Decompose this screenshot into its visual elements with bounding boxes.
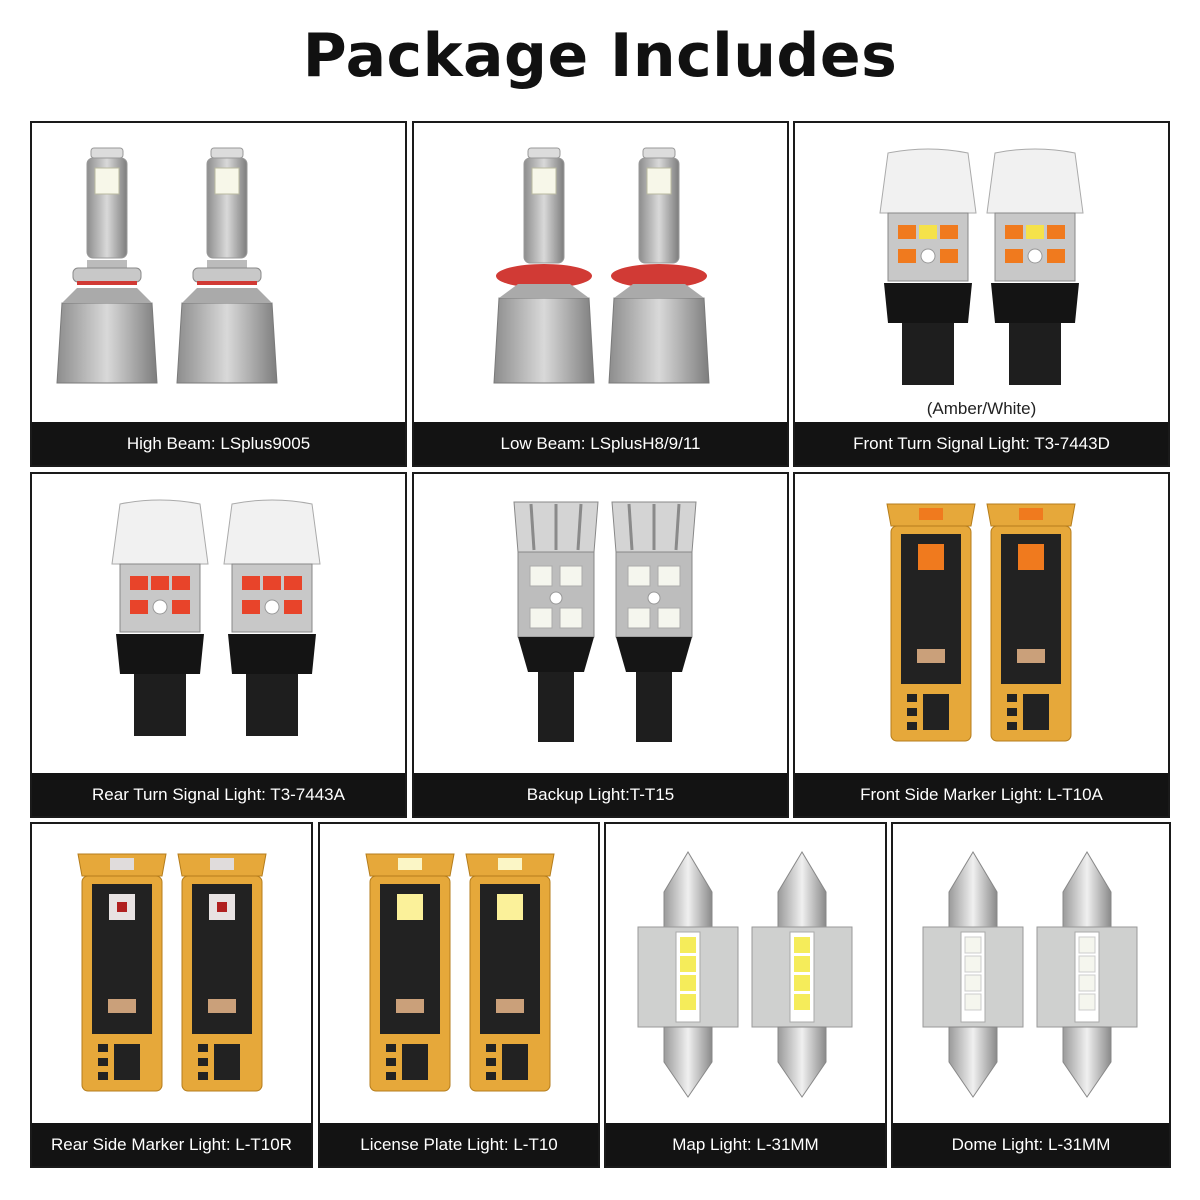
product-card-high-beam: High Beam: LSplus9005: [30, 121, 407, 467]
product-card-front-side-marker: Front Side Marker Light: L-T10A: [793, 472, 1170, 818]
festoon-bulb-icon: [893, 824, 1169, 1123]
wedge-bulb-icon: [32, 474, 405, 773]
wedge-bulb-icon: [795, 123, 1168, 422]
t15-bulb-icon: [414, 474, 787, 773]
color-note: (Amber/White): [926, 399, 1037, 418]
product-label: Dome Light: L-31MM: [893, 1123, 1169, 1166]
page-title: Package Includes: [302, 21, 898, 91]
product-card-front-turn-signal: (Amber/White) Front Turn Signal Light: T…: [793, 121, 1170, 467]
product-label: Rear Turn Signal Light: T3-7443A: [32, 773, 405, 816]
product-card-map-light: Map Light: L-31MM: [604, 822, 887, 1168]
t10-bulb-icon: [32, 824, 311, 1123]
headlight-bulb-icon: [414, 123, 787, 422]
product-label: Low Beam: LSplusH8/9/11: [414, 422, 787, 465]
product-label: Front Turn Signal Light: T3-7443D: [795, 422, 1168, 465]
product-label: Rear Side Marker Light: L-T10R: [32, 1123, 311, 1166]
t10-bulb-icon: [320, 824, 598, 1123]
t10-bulb-icon: [795, 474, 1168, 773]
product-card-backup-light: Backup Light:T-T15: [412, 472, 789, 818]
product-card-rear-turn-signal: Rear Turn Signal Light: T3-7443A: [30, 472, 407, 818]
product-label: Map Light: L-31MM: [606, 1123, 885, 1166]
product-card-dome-light: Dome Light: L-31MM: [891, 822, 1171, 1168]
product-card-rear-side-marker: Rear Side Marker Light: L-T10R: [30, 822, 313, 1168]
product-label: High Beam: LSplus9005: [32, 422, 405, 465]
product-label: License Plate Light: L-T10: [320, 1123, 598, 1166]
product-card-license-plate: License Plate Light: L-T10: [318, 822, 600, 1168]
product-label: Front Side Marker Light: L-T10A: [795, 773, 1168, 816]
product-label: Backup Light:T-T15: [414, 773, 787, 816]
headlight-bulb-icon: [32, 123, 405, 422]
festoon-bulb-icon: [606, 824, 885, 1123]
product-card-low-beam: Low Beam: LSplusH8/9/11: [412, 121, 789, 467]
